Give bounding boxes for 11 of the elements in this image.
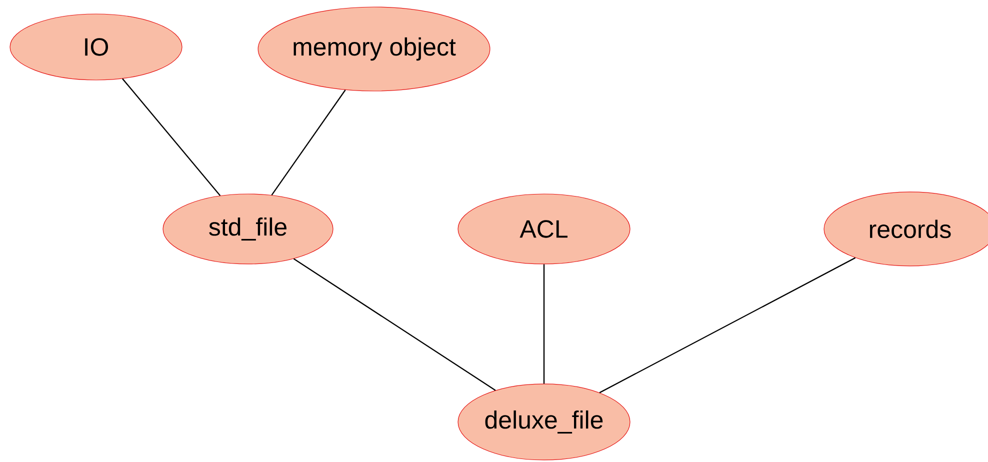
ellipse-node: deluxe_file (458, 384, 630, 460)
connector-line (543, 264, 545, 384)
ellipse-node: std_file (162, 194, 334, 264)
ellipse-node: records (824, 192, 988, 266)
ellipse-node: memory object (258, 6, 490, 92)
ellipse-node: IO (10, 14, 182, 80)
connector-line (271, 90, 346, 196)
connector-line (122, 78, 221, 196)
connector-line (599, 257, 856, 394)
connector-line (293, 258, 496, 391)
ellipse-node: ACL (458, 194, 630, 264)
